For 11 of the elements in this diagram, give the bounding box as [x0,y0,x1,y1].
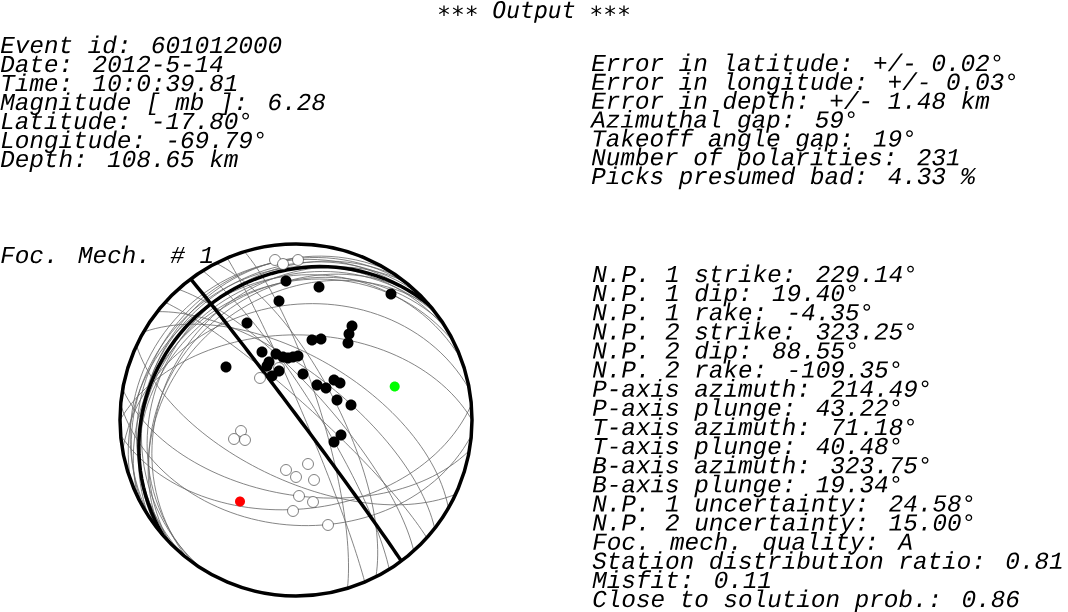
heading-text: Foc. Mech. # 1 [1,245,212,264]
info-text: Error in latitude: +/- 0.02° [591,53,1001,72]
info-text: N.P. 2 strike: 323.25° [592,321,914,340]
info-text: P-axis azimuth: 214.49° [592,379,929,397]
info-text: Time: 10:0:39.81 [2,73,237,92]
info-text: Date: 2012-5-14 [0,55,223,73]
info-text: Event id: 601012000 [0,35,282,54]
info-text: Misfit: 0.11 [592,570,770,589]
info-text: N.P. 1 strike: 229.14° [592,264,914,283]
title-text: ∗∗∗ Output ∗∗∗ [438,0,630,23]
info-text: Close to solution prob.: 0.86 [593,589,1020,612]
